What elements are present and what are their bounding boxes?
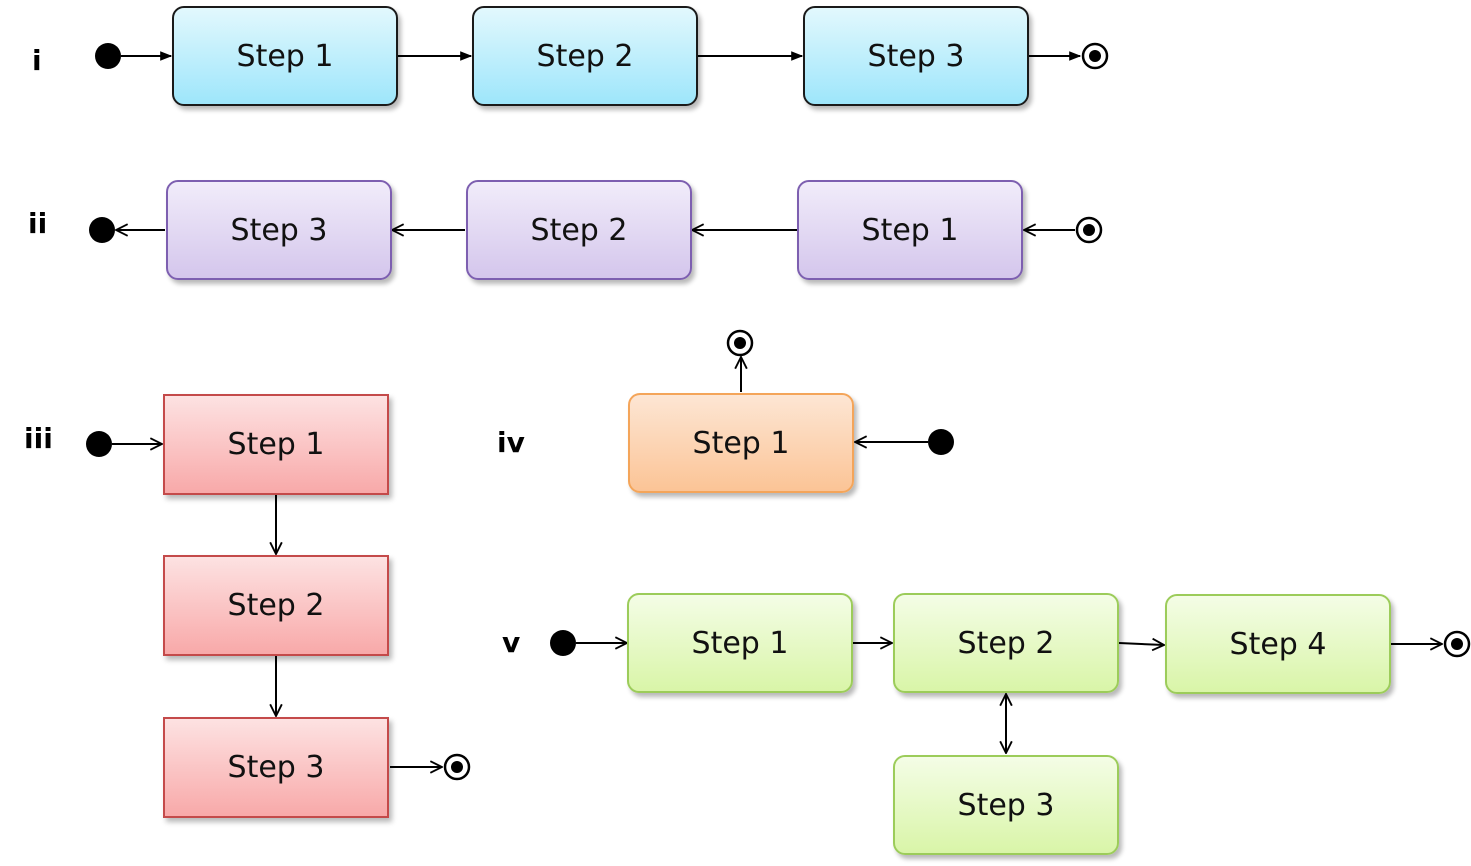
flow-v-connectors [550,630,1471,753]
flow-iii-connectors [86,431,471,781]
end-icon [1075,216,1103,244]
step-node: Step 4 [1165,594,1391,694]
flow-label-iii: iii [24,422,53,455]
flow-label-v: v [502,626,521,659]
end-icon [1443,630,1471,658]
flow-label-ii: ii [28,207,48,240]
flow-ii-connectors [89,216,1103,244]
step-node: Step 2 [163,555,389,656]
flow-label-i: i [32,44,42,77]
start-icon [550,630,576,656]
arrow [1118,643,1164,645]
step-node: Step 1 [163,394,389,495]
flow-label-iv: iv [497,426,525,459]
step-node: Step 3 [166,180,392,280]
end-icon [726,329,754,357]
end-icon [443,753,471,781]
start-icon [86,431,112,457]
start-icon [95,43,121,69]
step-node: Step 1 [797,180,1023,280]
start-icon [89,217,115,243]
step-node: Step 2 [893,593,1119,693]
step-node: Step 3 [163,717,389,818]
flow-i-connectors [95,42,1109,70]
step-node: Step 3 [893,755,1119,855]
step-node: Step 2 [466,180,692,280]
flow-iv-connectors [726,329,954,455]
step-node: Step 3 [803,6,1029,106]
step-node: Step 1 [627,593,853,693]
step-node: Step 2 [472,6,698,106]
start-icon [928,429,954,455]
end-icon [1081,42,1109,70]
step-node: Step 1 [172,6,398,106]
step-node: Step 1 [628,393,854,493]
